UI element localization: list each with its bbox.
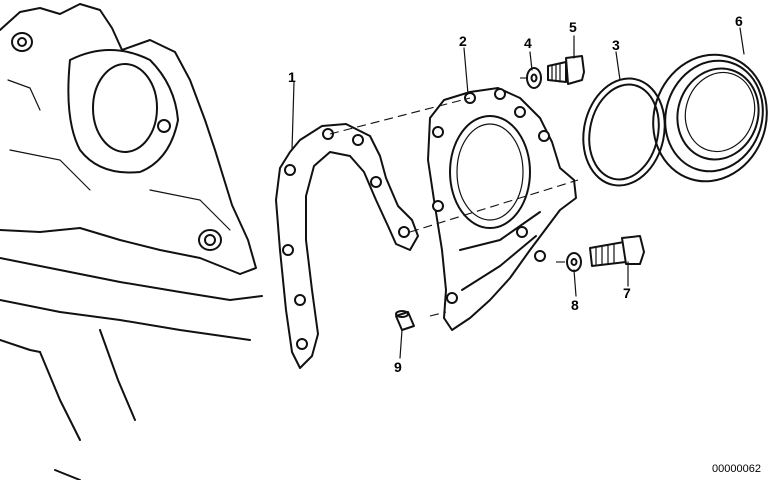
callout-7: 7 — [623, 285, 631, 301]
leader-lines — [291, 27, 745, 359]
callout-1: 1 — [288, 69, 296, 85]
sleeve-part-9 — [395, 310, 415, 331]
callout-8: 8 — [571, 297, 579, 313]
assembly-lines — [329, 77, 579, 317]
callout-3: 3 — [612, 37, 620, 53]
callout-labels: 1 2 3 4 5 6 7 8 9 — [288, 13, 743, 375]
screw-part-5 — [547, 55, 585, 85]
shaft-seal-part-6 — [652, 53, 768, 183]
ring-part-3 — [582, 77, 666, 187]
drawing-number: 00000062 — [712, 463, 761, 475]
callout-6: 6 — [735, 13, 743, 29]
gasket-part-1 — [275, 123, 419, 369]
callout-5: 5 — [569, 19, 577, 35]
callout-9: 9 — [394, 359, 402, 375]
callout-4: 4 — [524, 35, 532, 51]
callout-2: 2 — [459, 33, 467, 49]
washer-part-4 — [526, 67, 542, 89]
engine-block — [0, 3, 263, 480]
cover-part-2 — [427, 87, 577, 331]
bolt-part-7 — [589, 235, 645, 267]
washer-part-8 — [566, 252, 582, 272]
